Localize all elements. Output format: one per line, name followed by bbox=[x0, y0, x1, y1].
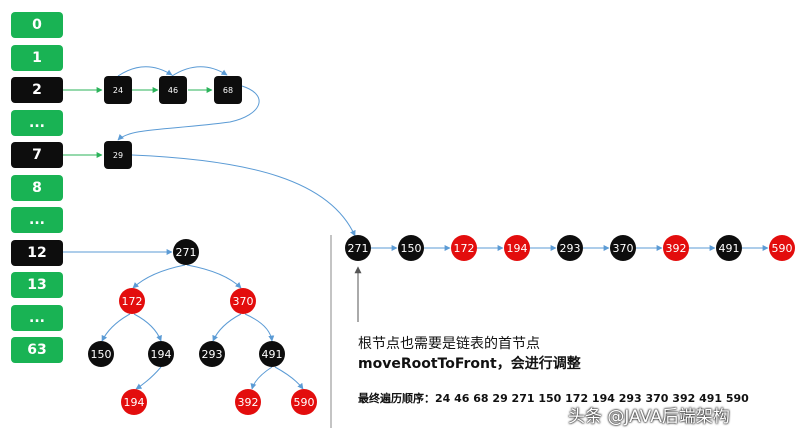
list-node: 29 bbox=[104, 141, 132, 169]
tree-edge bbox=[133, 313, 162, 342]
traversal-sequence: 最终遍历顺序：24 46 68 29 271 150 172 194 293 3… bbox=[358, 392, 749, 405]
tree-node: 491 bbox=[259, 341, 285, 367]
tree-edge bbox=[135, 366, 162, 390]
tree-edge bbox=[250, 366, 273, 390]
bucket-slot: ... bbox=[11, 207, 63, 233]
chain-node: 392 bbox=[663, 235, 689, 261]
watermark: 头条 @JAVA后端架构 bbox=[568, 407, 730, 427]
tree-node: 293 bbox=[199, 341, 225, 367]
bucket-slot: 63 bbox=[11, 337, 63, 363]
tree-node: 590 bbox=[291, 389, 317, 415]
bucket-slot: ... bbox=[11, 110, 63, 136]
list-node: 24 bbox=[104, 76, 132, 104]
chain-node: 194 bbox=[504, 235, 530, 261]
tree-edge bbox=[186, 264, 242, 289]
chain-node: 491 bbox=[716, 235, 742, 261]
list-to-chain-link bbox=[131, 154, 356, 237]
chain-node: 271 bbox=[345, 235, 371, 261]
bucket-slot: ... bbox=[11, 305, 63, 331]
tree-node: 370 bbox=[230, 288, 256, 314]
list-node: 46 bbox=[159, 76, 187, 104]
bucket-slot: 1 bbox=[11, 45, 63, 71]
tree-root-node: 271 bbox=[173, 239, 199, 265]
list-node: 68 bbox=[214, 76, 242, 104]
bucket-slot: 8 bbox=[11, 175, 63, 201]
chain-node: 293 bbox=[557, 235, 583, 261]
bucket-slot: 13 bbox=[11, 272, 63, 298]
bucket-slot: 12 bbox=[11, 240, 63, 266]
chain-node: 172 bbox=[451, 235, 477, 261]
tree-edge bbox=[101, 313, 131, 342]
tree-edge bbox=[244, 313, 275, 342]
tree-node: 150 bbox=[88, 341, 114, 367]
bucket-slot: 2 bbox=[11, 77, 63, 103]
tree-node: 392 bbox=[235, 389, 261, 415]
tree-node: 194 bbox=[148, 341, 174, 367]
note-root-first: 根节点也需要是链表的首节点 bbox=[358, 336, 540, 352]
tree-node: 194 bbox=[121, 389, 147, 415]
chain-node: 590 bbox=[769, 235, 795, 261]
tree-edge bbox=[132, 264, 186, 289]
tree-edge bbox=[274, 366, 304, 390]
list-to-29-link bbox=[117, 85, 260, 141]
tree-node: 172 bbox=[119, 288, 145, 314]
bucket-slot: 0 bbox=[11, 12, 63, 38]
note-move-root: moveRootToFront，会进行调整 bbox=[358, 356, 581, 372]
list-prev-link bbox=[171, 66, 228, 77]
tree-edge bbox=[212, 313, 242, 342]
bucket-slot: 7 bbox=[11, 142, 63, 168]
chain-node: 150 bbox=[398, 235, 424, 261]
list-prev-link bbox=[117, 66, 173, 77]
chain-node: 370 bbox=[610, 235, 636, 261]
